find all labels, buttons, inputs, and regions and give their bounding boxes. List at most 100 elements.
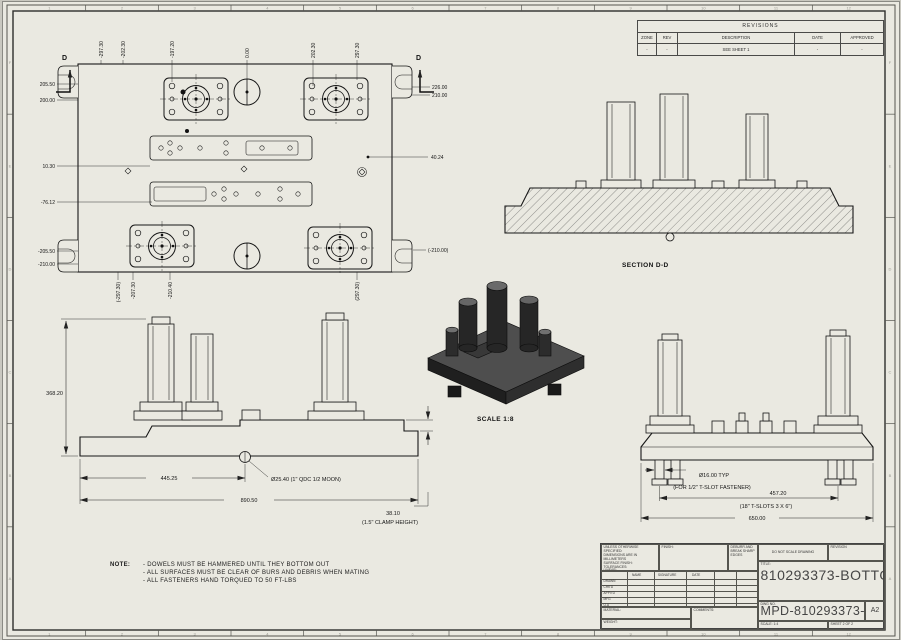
zone-label: 2 [121,631,124,636]
iso-cylinder [538,328,552,357]
dim-side-width: 650.00 [749,516,766,522]
ordinate-dim: 226.00 [432,85,448,91]
zone-label: 4 [266,6,269,11]
iso-cylinder [519,295,539,353]
section-view: SECTION D-D [504,93,854,269]
center-mark [358,168,366,176]
front-post-3 [307,312,365,421]
finish-cell: FINISH: [659,544,728,571]
revisions-title: REVISIONS [638,21,883,33]
zone-label: A [9,576,12,581]
sig-row-label: Q.A [603,602,610,607]
zone-label: D [889,266,892,271]
iso-cylinder [458,297,478,353]
sig-col-header: DATE [692,572,701,577]
tolerance-line: TOLERANCES: [603,564,628,569]
title-cell: TITLE: 810293373-BOTTOM [758,561,885,601]
ordinate-dim: 210.00 [432,93,448,99]
center-mark [124,167,132,175]
tolerance-line: LINEAR: [603,568,617,571]
center-mark [240,165,248,173]
section-marker-right: D [416,55,421,62]
dim-half-width: 445.25 [161,476,178,482]
sig-row-label: APPV'D [603,590,615,595]
ordinate-dim: -197.20 [170,41,176,58]
ordinate-dim: (-210.00) [428,248,449,254]
zone-label: B [889,473,892,478]
zone-label: F [9,60,12,65]
ear-top-left [57,65,78,99]
zone-label: 10 [701,6,706,11]
zone-label: 5 [339,6,342,11]
qdc-hole [239,451,251,463]
ordinate-dim: 297.30 [355,42,361,58]
ordinate-dim: (-297.30) [116,282,122,303]
ordinate-dim: 205.50 [40,82,56,88]
revisions-data-row: - - SEE SHEET 1 - - [638,44,883,55]
zone-label: 7 [484,631,487,636]
section-post-1 [600,101,642,189]
dim-fastener-note: (FOR 1/2" T-SLOT FASTENER) [673,485,751,491]
weight-cell: WEIGHT: [601,619,691,630]
revisions-header: APPROVED [850,35,874,40]
zone-label: 12 [846,6,851,11]
notes-label: NOTE: [110,562,131,568]
side-view: Ø16.00 TYP (FOR 1/2" T-SLOT FASTENER) 45… [640,329,874,522]
zone-label: 6 [412,6,415,11]
ordinate-dim: 0.00 [245,48,251,58]
ordinate-dim: 202.30 [311,42,317,58]
ordinate-dim: -76.12 [41,200,55,206]
zone-label: B [9,473,12,478]
dim-clamp-height: 38.10 [386,511,400,517]
zone-label: 3 [194,6,197,11]
zone-label: E [889,163,892,168]
ordinate-dim: -297.30 [99,41,105,58]
dim-width: 890.50 [241,498,258,504]
zone-label: 1 [48,6,51,11]
iso-cylinder [445,326,459,357]
revisions-header: REV [657,33,678,43]
drawing-notes: NOTE: - DOWELS MUST BE HAMMERED UNTIL TH… [110,562,369,585]
front-view-dims [61,318,433,507]
sheet-cell: SHEET 2 OF 2 [828,621,885,630]
deburr-cell: DEBURR AND BREAK SHARP EDGES [728,544,758,571]
dim-fastener-dia: Ø16.00 TYP [699,473,729,479]
zone-label: 8 [557,631,560,636]
revision-rev: - [657,44,678,55]
zone-label: 12 [846,631,851,636]
dim-qdc: Ø25.40 (1" QDC 1/2 MOON) [271,477,341,483]
zone-label: 4 [266,631,269,636]
sheet-size-cell: A2 [865,601,885,621]
note-item: - ALL SURFACES MUST BE CLEAR OF BURS AND… [143,569,370,576]
do-not-scale-cell: DO NOT SCALE DRAWING [758,544,828,561]
zone-label: 9 [630,6,633,11]
zone-label: 11 [774,631,779,636]
iso-cylinder [486,281,508,353]
front-view: 368.20 445.25 890.50 Ø25.40 (1" QDC 1/2 … [46,312,433,526]
side-post-left [645,333,695,434]
dwg-no-label: DWG NO. [760,602,776,606]
datum-circle [665,232,675,242]
zone-label: A [889,576,892,581]
revisions-header: DATE [795,33,841,43]
revision-description: SEE SHEET 1 [678,44,795,55]
scale-cell: SCALE: 1:4 [758,621,828,630]
iso-view: SCALE 1:8 [427,281,585,423]
revision-date: - [795,44,841,55]
tolerance-line: DIMENSIONS ARE IN MILLIMETERS [603,552,638,561]
zone-label: 10 [701,631,706,636]
zone-label: D [9,266,12,271]
ordinate-dim: -210.00 [38,262,55,268]
side-post-right [813,329,863,434]
zone-label: 9 [630,631,633,636]
zone-label: 5 [339,631,342,636]
sig-row-label: DRAWN [603,578,616,583]
zone-label: 6 [412,631,415,636]
zone-label: 3 [194,631,197,636]
iso-plate-side [505,355,585,405]
sig-col-header: NAME [632,572,642,577]
sig-row-label: CHK'D [603,584,614,589]
dwg-no-cell: DWG NO. MPD-810293373-A [758,601,865,621]
